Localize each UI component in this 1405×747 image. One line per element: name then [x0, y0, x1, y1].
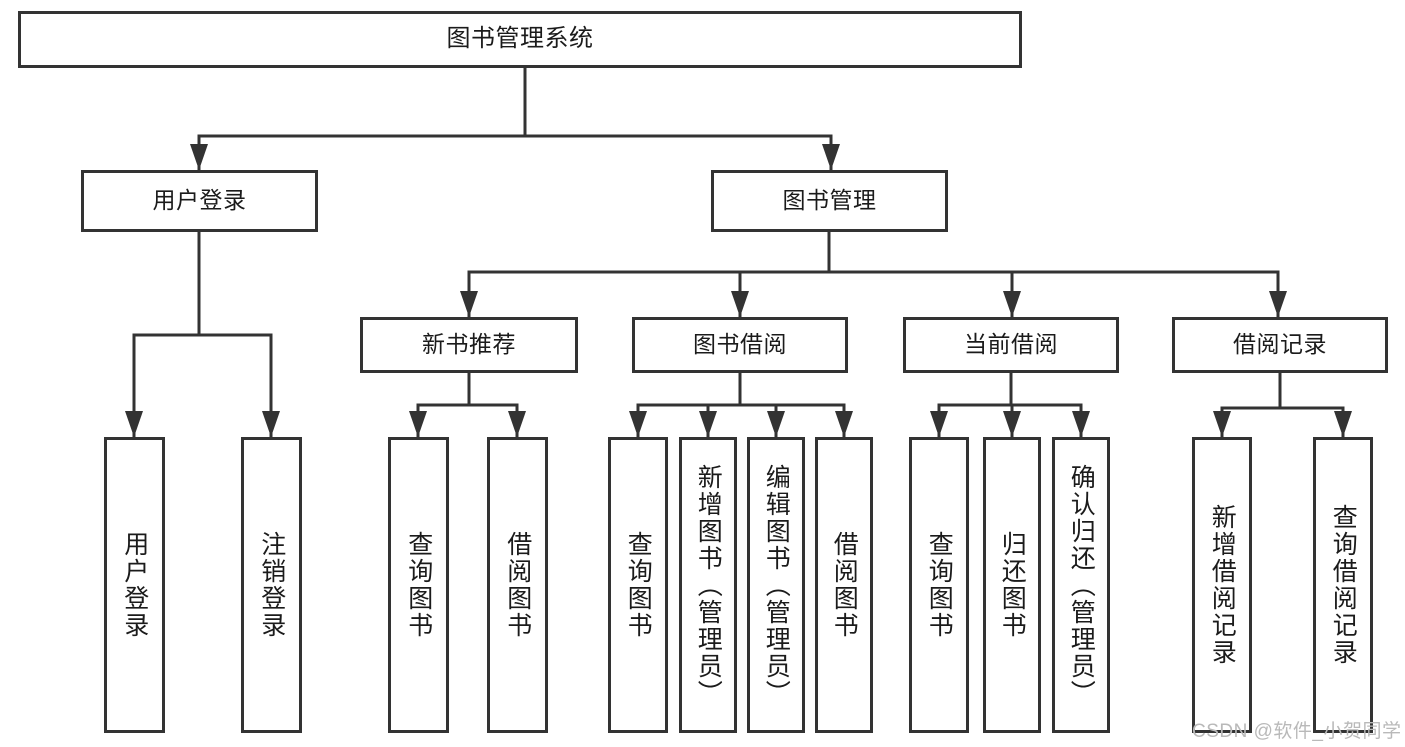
node-label: 注销登录	[257, 531, 286, 639]
node-leaf-borrow-add-book[interactable]: 新增图书（管理员）	[679, 437, 737, 733]
node-label: 查询借阅记录	[1329, 504, 1358, 666]
node-leaf-recommend-borrow-book[interactable]: 借阅图书	[487, 437, 548, 733]
node-leaf-current-query-book[interactable]: 查询图书	[909, 437, 969, 733]
node-label: 图书管理系统	[446, 25, 594, 53]
node-label: 当前借阅	[964, 331, 1058, 358]
node-book-borrow[interactable]: 图书借阅	[632, 317, 848, 373]
node-user-login[interactable]: 用户登录	[81, 170, 318, 232]
node-label: 图书借阅	[693, 331, 787, 358]
node-book-manage[interactable]: 图书管理	[711, 170, 948, 232]
node-leaf-record-add[interactable]: 新增借阅记录	[1192, 437, 1252, 733]
node-current-borrow[interactable]: 当前借阅	[903, 317, 1119, 373]
node-leaf-user-login[interactable]: 用户登录	[104, 437, 165, 733]
node-leaf-record-query[interactable]: 查询借阅记录	[1313, 437, 1373, 733]
node-leaf-recommend-query-book[interactable]: 查询图书	[388, 437, 449, 733]
node-label: 新书推荐	[422, 331, 516, 358]
node-label: 用户登录	[152, 187, 247, 214]
node-new-book-recommend[interactable]: 新书推荐	[360, 317, 578, 373]
node-label: 编辑图书（管理员）	[762, 463, 791, 707]
node-label: 查询图书	[624, 531, 653, 639]
node-label: 用户登录	[120, 531, 149, 639]
node-label: 借阅记录	[1233, 331, 1327, 358]
node-leaf-current-return-book[interactable]: 归还图书	[983, 437, 1041, 733]
node-label: 归还图书	[998, 531, 1027, 639]
node-leaf-logout[interactable]: 注销登录	[241, 437, 302, 733]
node-root-system[interactable]: 图书管理系统	[18, 11, 1022, 68]
node-label: 借阅图书	[830, 531, 859, 639]
node-label: 借阅图书	[503, 531, 532, 639]
node-label: 确认归还（管理员）	[1067, 463, 1096, 707]
node-label: 新增借阅记录	[1208, 504, 1237, 666]
node-borrow-record[interactable]: 借阅记录	[1172, 317, 1388, 373]
node-label: 新增图书（管理员）	[694, 463, 723, 707]
watermark: CSDN @软件_小贺同学	[1192, 721, 1402, 742]
node-leaf-borrow-edit-book[interactable]: 编辑图书（管理员）	[747, 437, 805, 733]
node-label: 图书管理	[782, 187, 877, 214]
node-leaf-borrow-borrow-book[interactable]: 借阅图书	[815, 437, 873, 733]
node-leaf-borrow-query-book[interactable]: 查询图书	[608, 437, 668, 733]
node-label: 查询图书	[925, 531, 954, 639]
node-label: 查询图书	[404, 531, 433, 639]
node-leaf-current-confirm-return[interactable]: 确认归还（管理员）	[1052, 437, 1110, 733]
